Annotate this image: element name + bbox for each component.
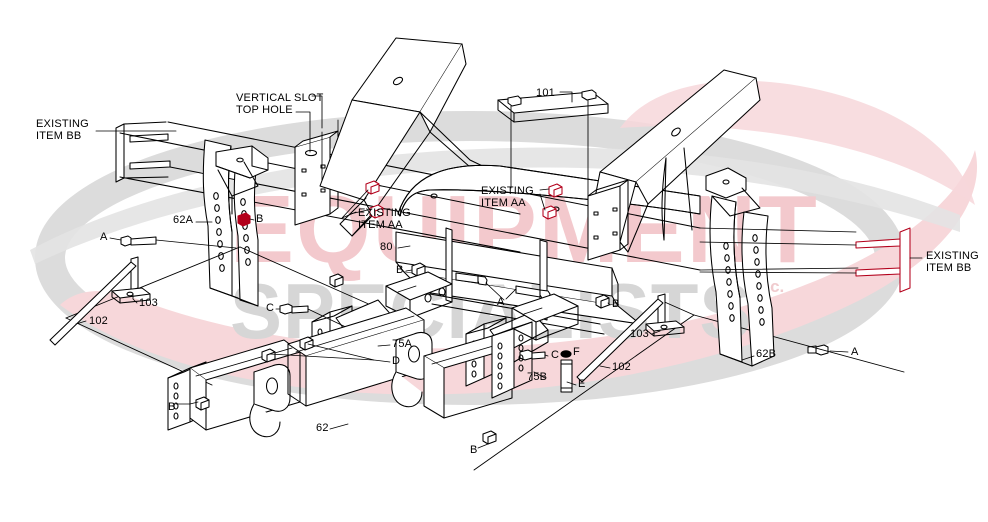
callout-existing-item-bb-right: EXISTING ITEM BB bbox=[926, 250, 979, 275]
part-102-left bbox=[49, 256, 139, 346]
fastener-b-upper-left bbox=[237, 212, 251, 227]
bracket-62a bbox=[202, 139, 269, 307]
callout-existing-item-aa-left: EXISTING ITEM AA bbox=[358, 207, 411, 232]
callout-75b: 75B bbox=[527, 371, 548, 383]
callout-62: 62 bbox=[316, 422, 329, 434]
callout-75a: 75A bbox=[392, 338, 413, 350]
fastener-d-1 bbox=[261, 348, 276, 363]
callout-103-left: 103 bbox=[139, 297, 158, 309]
callout-vertical-slot-top-hole: VERTICAL SLOT TOP HOLE bbox=[236, 92, 324, 117]
callout-a-mid: A bbox=[497, 296, 505, 308]
bracket-62b bbox=[705, 167, 775, 367]
fastener-b-80-right bbox=[595, 294, 610, 309]
pin-block-75a bbox=[385, 271, 453, 319]
callout-b-mid-left: B bbox=[396, 264, 404, 276]
callout-b-upper-left: B bbox=[256, 213, 264, 225]
fastener-c-left bbox=[279, 303, 353, 331]
fastener-aa-nut-2 bbox=[369, 204, 384, 219]
fastener-aa-nut-1 bbox=[365, 180, 380, 195]
receiver-box-left bbox=[294, 119, 339, 226]
callout-existing-item-bb-left: EXISTING ITEM BB bbox=[36, 118, 89, 143]
callout-d: D bbox=[392, 355, 401, 367]
part-103-right bbox=[645, 320, 685, 337]
fastener-aa-nut-3 bbox=[548, 183, 563, 198]
part-103-left bbox=[111, 287, 151, 304]
callout-101: 101 bbox=[536, 87, 555, 99]
callout-102-left: 102 bbox=[89, 315, 108, 327]
callout-b-mid-right: B bbox=[612, 298, 620, 310]
part-101-bar bbox=[497, 89, 609, 213]
callout-80: 80 bbox=[380, 241, 393, 253]
pin-block-75b bbox=[511, 293, 579, 341]
fastener-b-mid-top bbox=[329, 273, 344, 288]
callout-a-left: A bbox=[100, 231, 108, 243]
fastener-aa-nut-4 bbox=[542, 205, 557, 220]
existing-item-bb-right-part bbox=[699, 227, 911, 293]
leader-lines bbox=[75, 91, 923, 449]
callout-b-lower-left: B bbox=[168, 401, 176, 413]
fastener-d-2 bbox=[299, 336, 314, 351]
callout-62b: 62B bbox=[756, 348, 777, 360]
fastener-a-center-1 bbox=[455, 272, 505, 301]
callout-e: E bbox=[578, 378, 586, 390]
callout-existing-item-aa-right: EXISTING ITEM AA bbox=[481, 185, 534, 210]
push-beam-right bbox=[587, 69, 761, 261]
fastener-e bbox=[560, 359, 573, 393]
fastener-b-lower-right bbox=[482, 430, 497, 445]
callout-b-lower-right: B bbox=[470, 444, 478, 456]
callout-c-right: C bbox=[551, 349, 560, 361]
callout-a-right: A bbox=[851, 346, 859, 358]
push-beam-left bbox=[319, 37, 521, 237]
fastener-b-lower-left bbox=[195, 396, 210, 411]
watermark-swoosh bbox=[60, 150, 978, 395]
callout-f: F bbox=[573, 346, 580, 358]
callout-102-right: 102 bbox=[612, 361, 631, 373]
callout-62a: 62A bbox=[173, 214, 194, 226]
callout-103-right: 103 bbox=[630, 328, 649, 340]
callout-c-left: C bbox=[266, 302, 275, 314]
fastener-a-left bbox=[120, 235, 237, 249]
